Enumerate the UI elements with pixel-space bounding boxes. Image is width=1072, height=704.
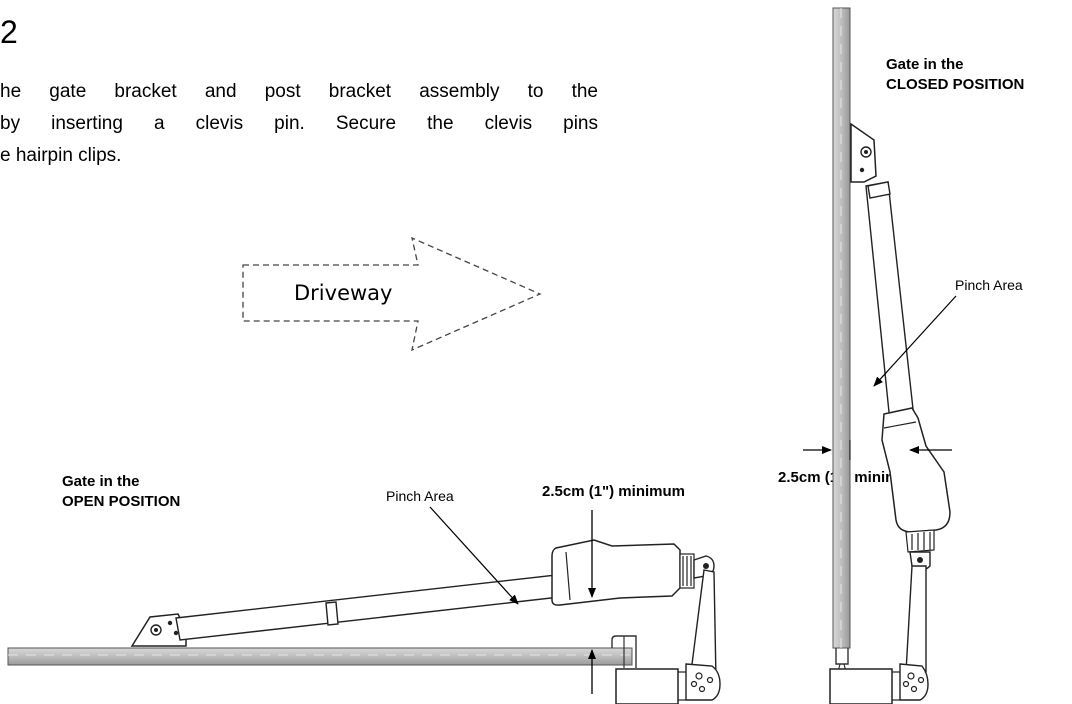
- open-position-title-line1: Gate in the: [62, 473, 140, 490]
- open-motor-housing: [551, 539, 681, 606]
- instruction-line-1: he gate bracket and post bracket assembl…: [0, 81, 598, 102]
- closed-position-title-line1: Gate in the: [886, 56, 964, 73]
- closed-motor-housing: [881, 407, 951, 533]
- open-position-title-line2: OPEN POSITION: [62, 493, 181, 510]
- open-actuator-rod: [175, 574, 561, 641]
- closed-post-box: [829, 668, 893, 704]
- driveway-arrow: [242, 236, 542, 352]
- instruction-line-2: by inserting a clevis pin. Secure the cl…: [0, 113, 598, 134]
- open-pinch-area-label: Pinch Area: [386, 488, 454, 504]
- closed-position-title-line2: CLOSED POSITION: [886, 76, 1025, 93]
- open-gate-bar: [7, 647, 633, 666]
- driveway-label: Driveway: [294, 281, 393, 305]
- open-clearance-label: 2.5cm (1") minimum: [542, 483, 685, 500]
- closed-actuator-rod: [865, 181, 915, 423]
- instruction-line-3: e hairpin clips.: [0, 145, 122, 166]
- closed-pinch-area-label: Pinch Area: [955, 277, 1023, 293]
- open-post-box: [615, 668, 679, 704]
- step-number: 2: [0, 14, 18, 50]
